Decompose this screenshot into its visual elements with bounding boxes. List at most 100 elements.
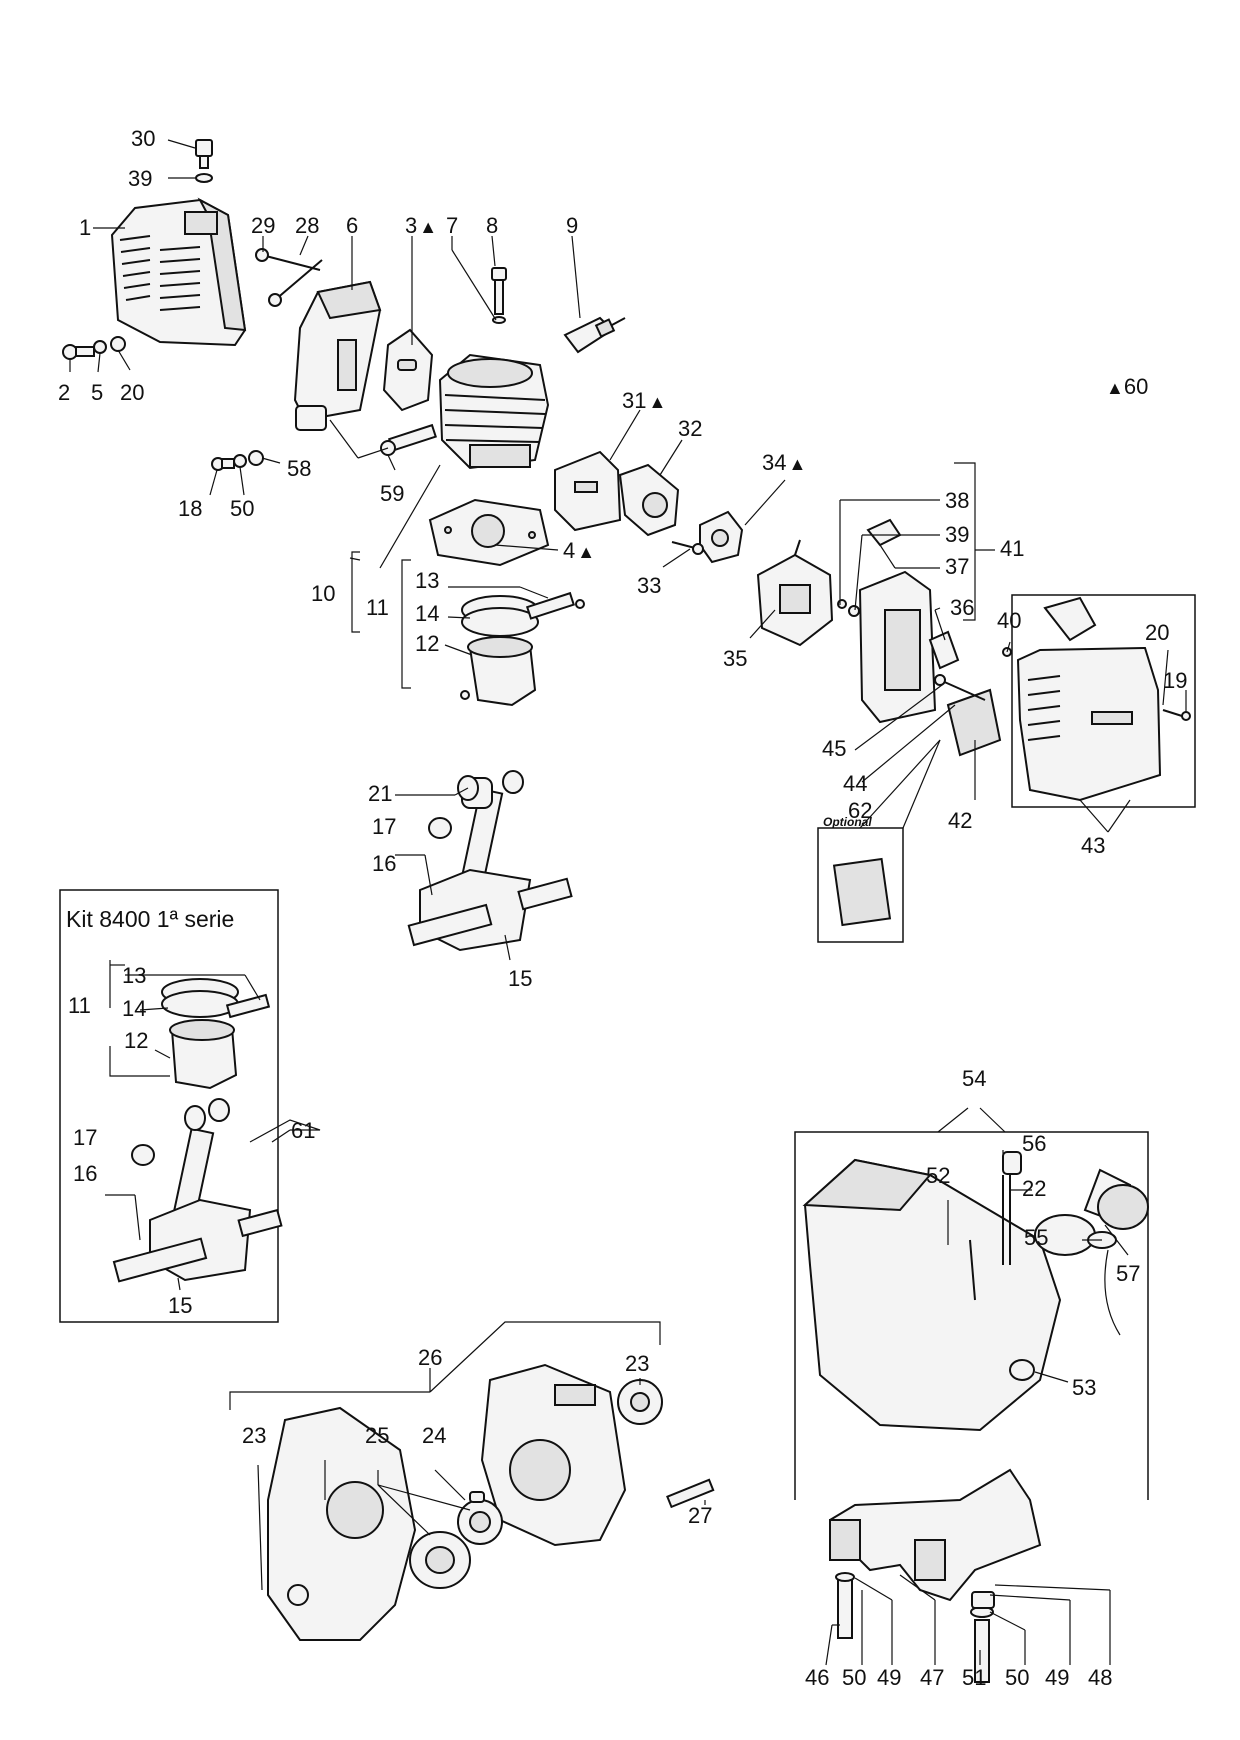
callout-14: 14 (415, 601, 440, 626)
callout-14-kit: 14 (122, 996, 147, 1021)
cylinder-part (438, 353, 550, 470)
filter-housing-part (837, 518, 960, 724)
tank-bracket-part (828, 1468, 1042, 1683)
intake-32-part (618, 463, 680, 537)
callout-61: 61 (291, 1118, 316, 1143)
callout-12-kit: 12 (124, 1028, 149, 1053)
callout-60: ▲60 (1106, 374, 1149, 399)
marker-triangle-icon: ▲ (1106, 378, 1124, 398)
callout-59: 59 (380, 481, 405, 506)
muffler-part (293, 280, 382, 431)
spark-plug-part (563, 316, 626, 354)
callout-50: 50 (230, 496, 255, 521)
callout-3: 3▲ (405, 213, 438, 238)
callout-46: 46 (805, 1665, 830, 1690)
callout-49: 49 (877, 1665, 902, 1690)
callout-11-kit: 11 (68, 993, 91, 1018)
callout-4: 4▲ (563, 538, 596, 563)
carburetor-part (756, 539, 834, 647)
filter-cover-part (1002, 594, 1196, 808)
callout-1: 1 (79, 215, 92, 240)
spacer-34-part (699, 510, 744, 564)
callout-48: 48 (1088, 1665, 1113, 1690)
gasket-3-part (382, 328, 434, 412)
callout-40: 40 (997, 608, 1022, 633)
callout-16: 16 (372, 851, 397, 876)
callout-29: 29 (251, 213, 276, 238)
callout-49-b: 49 (1045, 1665, 1070, 1690)
screw-59-part (380, 423, 437, 456)
gasket-31-part (554, 450, 622, 532)
bolt-29-28-part (255, 248, 323, 307)
callout-9: 9 (566, 213, 579, 238)
callout-34: 34▲ (762, 450, 807, 475)
callout-5: 5 (91, 380, 104, 405)
callout-62: 62 (848, 798, 873, 823)
callout-53: 53 (1072, 1375, 1097, 1400)
callout-36: 36 (950, 595, 975, 620)
screw-washer-2-5-20-part (62, 336, 126, 360)
kit-8400-box (59, 889, 279, 1323)
callout-38: 38 (945, 488, 970, 513)
callout-7: 7 (446, 213, 459, 238)
callout-55: 55 (1024, 1225, 1049, 1250)
callout-25: 25 (365, 1423, 390, 1448)
callout-47: 47 (920, 1665, 945, 1690)
leader-lines (69, 139, 1187, 1666)
callout-20-b: 20 (1145, 620, 1170, 645)
callout-16-kit: 16 (73, 1161, 98, 1186)
screw-33-part (671, 541, 704, 555)
callout-57: 57 (1116, 1261, 1141, 1286)
callout-13: 13 (415, 568, 440, 593)
callout-30: 30 (131, 126, 156, 151)
kit-piston-crank-part (112, 978, 283, 1283)
callout-15-kit: 15 (168, 1293, 193, 1318)
callout-17-kit: 17 (73, 1125, 98, 1150)
crankshaft-part (407, 770, 573, 952)
callout-20: 20 (120, 380, 145, 405)
screw-30-part (195, 139, 213, 183)
filter-42-part (946, 688, 1002, 757)
screw-44-45-part (934, 674, 986, 701)
piston-ring-group-part (460, 591, 585, 707)
callout-37: 37 (945, 554, 970, 579)
callout-27: 27 (688, 1503, 713, 1528)
callout-41: 41 (1000, 536, 1025, 561)
callout-56: 56 (1022, 1131, 1047, 1156)
kit-title: Kit 8400 1ª serie (66, 906, 235, 932)
crankcase-part (267, 1363, 715, 1641)
callout-52: 52 (926, 1163, 951, 1188)
callout-50-b: 50 (842, 1665, 867, 1690)
callout-2: 2 (58, 380, 71, 405)
engine-cover-part (110, 197, 247, 347)
callout-33: 33 (637, 573, 662, 598)
callout-32: 32 (678, 416, 703, 441)
callout-31: 31▲ (622, 388, 667, 413)
screw-8-part (491, 267, 507, 324)
marker-triangle-icon: ▲ (788, 454, 807, 474)
callout-35: 35 (723, 646, 748, 671)
optional-label: Optional (823, 815, 872, 829)
callout-44: 44 (843, 771, 868, 796)
callout-28: 28 (295, 213, 320, 238)
callout-22: 22 (1022, 1176, 1047, 1201)
marker-triangle-icon: ▲ (419, 217, 438, 237)
callout-39-b: 39 (945, 522, 970, 547)
callout-19: 19 (1163, 668, 1188, 693)
callout-23-b: 23 (242, 1423, 267, 1448)
callout-50-c: 50 (1005, 1665, 1030, 1690)
screw-washer-18-50-58-part (211, 450, 264, 471)
callout-51: 51 (962, 1665, 987, 1690)
callout-26: 26 (418, 1345, 443, 1370)
callout-43: 43 (1081, 833, 1106, 858)
marker-triangle-icon: ▲ (648, 392, 667, 412)
callout-39: 39 (128, 166, 153, 191)
callout-54: 54 (962, 1066, 987, 1091)
callout-6: 6 (346, 213, 359, 238)
callout-42: 42 (948, 808, 973, 833)
callout-45: 45 (822, 736, 847, 761)
callout-12: 12 (415, 631, 440, 656)
fuel-tank-box (794, 1131, 1149, 1500)
callout-8: 8 (486, 213, 499, 238)
